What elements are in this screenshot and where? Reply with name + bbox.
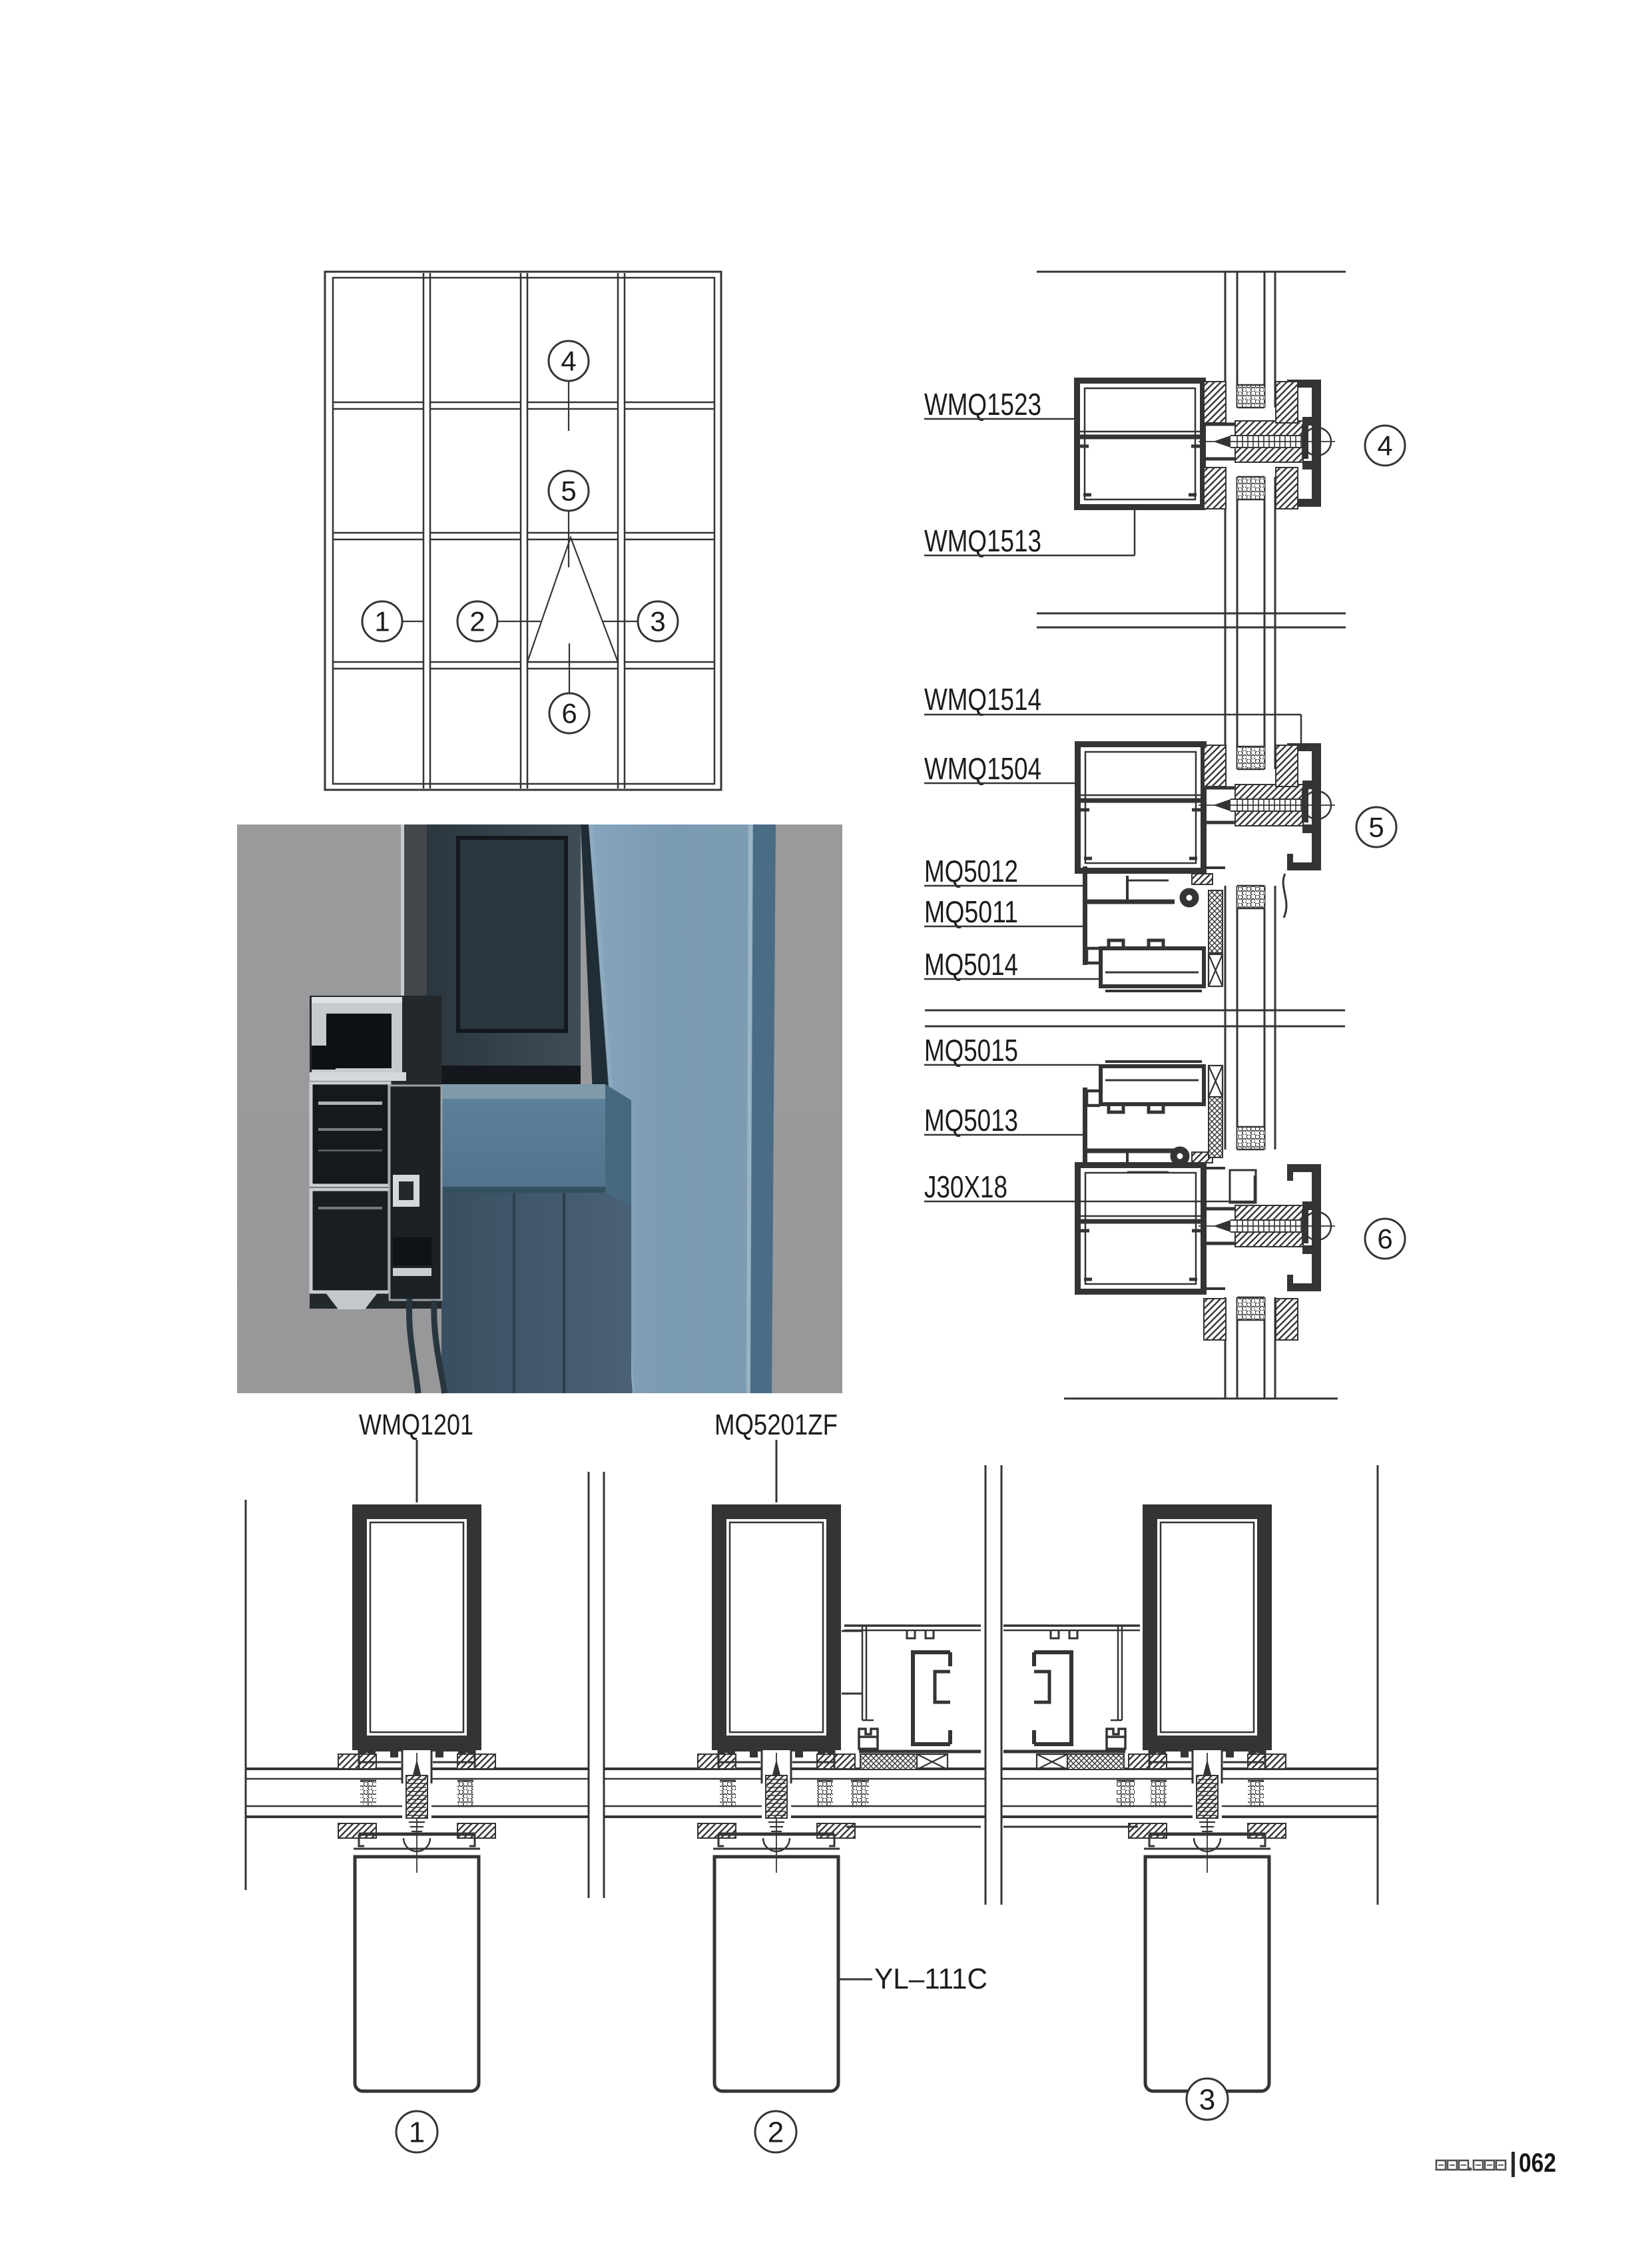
- svg-text:3: 3: [1199, 2083, 1215, 2116]
- svg-text:WMQ1523: WMQ1523: [924, 387, 1041, 422]
- svg-text:6: 6: [561, 698, 577, 729]
- svg-text:5: 5: [1368, 812, 1384, 843]
- svg-text:3: 3: [650, 606, 665, 637]
- svg-text:YL–111C: YL–111C: [874, 1963, 987, 1995]
- svg-text:MQ5201ZF: MQ5201ZF: [714, 1409, 838, 1441]
- svg-text:2: 2: [768, 2116, 784, 2148]
- svg-text:J30X18: J30X18: [924, 1169, 1007, 1204]
- svg-text:WMQ1504: WMQ1504: [924, 751, 1041, 786]
- svg-text:062: 062: [1519, 2148, 1556, 2178]
- svg-text:1: 1: [374, 606, 390, 637]
- svg-text:MQ5012: MQ5012: [924, 854, 1018, 888]
- svg-text:MQ5011: MQ5011: [924, 894, 1018, 929]
- svg-text:MQ5013: MQ5013: [924, 1103, 1018, 1137]
- svg-text:4: 4: [561, 346, 576, 377]
- svg-text:MQ5015: MQ5015: [924, 1033, 1018, 1068]
- svg-text:4: 4: [1377, 430, 1392, 462]
- svg-text:MQ5014: MQ5014: [924, 947, 1018, 982]
- svg-text:WMQ1201: WMQ1201: [359, 1409, 473, 1441]
- svg-text:WMQ1514: WMQ1514: [924, 682, 1041, 717]
- svg-text:2: 2: [469, 606, 485, 637]
- svg-text:5: 5: [561, 476, 576, 507]
- svg-text:WMQ1513: WMQ1513: [924, 523, 1041, 558]
- svg-text:1: 1: [409, 2116, 425, 2148]
- svg-text:6: 6: [1377, 1223, 1392, 1255]
